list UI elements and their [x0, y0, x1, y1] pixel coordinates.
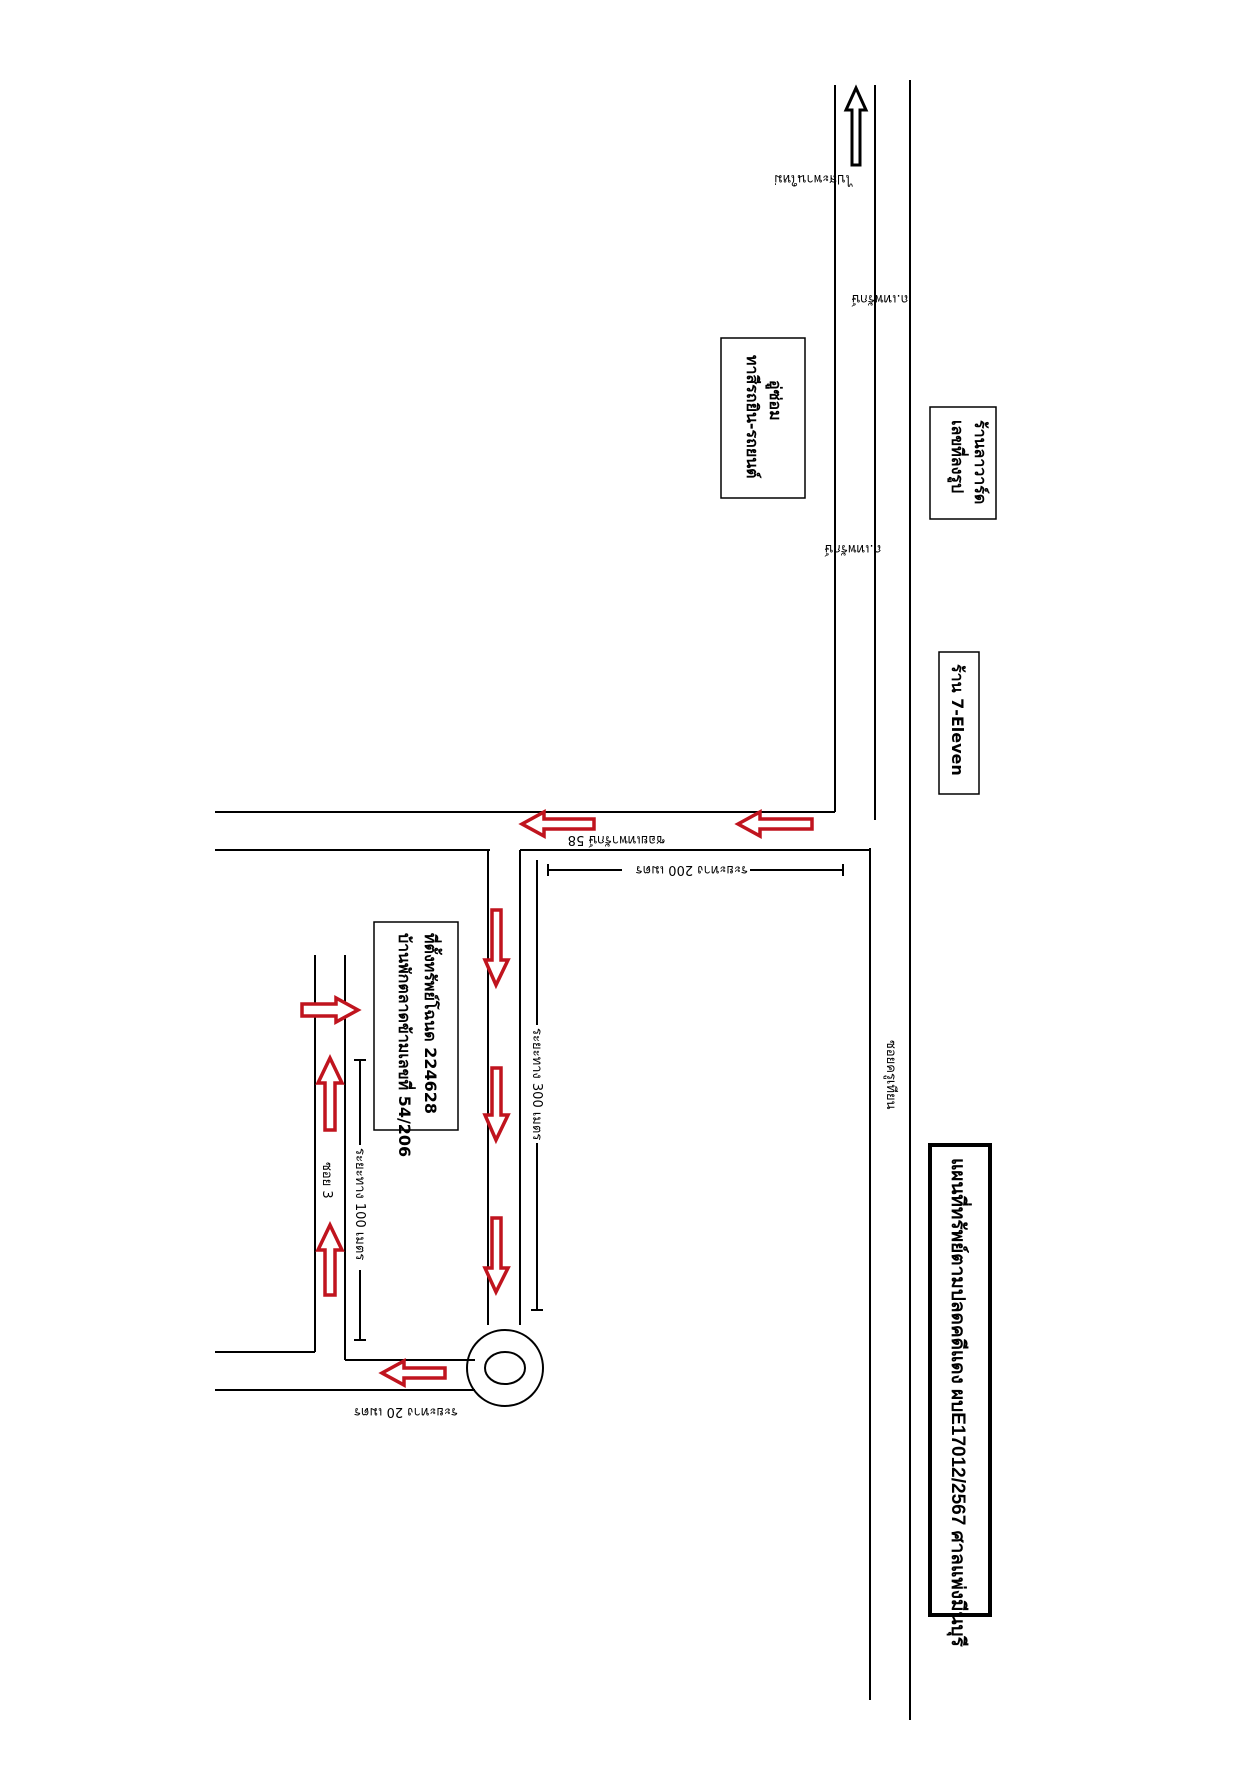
- arrow-down-icon: [482, 1216, 511, 1297]
- direction-top-label: ไปสะพานใหม่: [774, 171, 853, 187]
- arrow-down-icon: [482, 1066, 511, 1145]
- landmark-garage: อู่ซ่อม ทาสีรถยิน-รถยนต์: [720, 337, 806, 499]
- seven-eleven-label: ร้าน 7-Eleven: [948, 664, 967, 776]
- road-network: [215, 80, 911, 1720]
- roundabout-outer: [466, 1329, 544, 1407]
- distance-300m-label: ระยะทาง 300 เมตร: [529, 1028, 544, 1140]
- direction-arrows: [300, 809, 814, 1388]
- lavard-line1: ร้านลาวาร์ด: [971, 420, 990, 504]
- map-title-box: แผนที่ทรัพย์ตามปลดคดีแดง ผบE17012/2567 ศ…: [928, 1143, 992, 1648]
- soi58-label: ซอยเทพารักษ์ 58: [568, 832, 665, 848]
- arrow-right-icon: [300, 995, 362, 1025]
- lavard-line2: เลขที่ลงรูป: [946, 420, 969, 493]
- arrow-left-icon: [378, 1358, 447, 1388]
- main-road-lower-label: ถ.เทพรักษ์: [824, 541, 881, 557]
- landmark-lavard-shop: ร้านลาวาร์ด เลขที่ลงรูป: [929, 406, 997, 520]
- roundabout-inner: [484, 1351, 526, 1385]
- soi3-label: ซอย 3: [319, 1162, 334, 1199]
- north-arrow-icon: [843, 84, 869, 167]
- arrow-left-icon: [734, 809, 814, 839]
- arrow-up-icon: [315, 1220, 345, 1297]
- main-road-upper-label: ถ.เทพรักษ์: [851, 291, 908, 307]
- distance-20m-label: ระยะทาง 20 เมตร: [354, 1404, 458, 1419]
- garage-line1: อู่ซ่อม: [764, 380, 785, 421]
- map-title: แผนที่ทรัพย์ตามปลดคดีแดง ผบE17012/2567 ศ…: [946, 1158, 972, 1648]
- arrow-left-icon: [518, 809, 596, 839]
- arrow-down-icon: [482, 908, 511, 990]
- distance-200m: ระยะทาง 200 เมตร: [547, 862, 844, 878]
- soi-khru-label: ซอยครูเทียน: [883, 1040, 899, 1110]
- arrow-up-icon: [315, 1053, 345, 1132]
- property-line1: ที่ตั้งทรัพย์โฉนด 224628: [421, 933, 443, 1114]
- distance-200m-label: ระยะทาง 200 เมตร: [636, 862, 748, 877]
- distance-300m: ระยะทาง 300 เมตร: [529, 860, 545, 1311]
- distance-100m-label: ระยะทาง 100 เมตร: [352, 1148, 367, 1260]
- distance-100m: ระยะทาง 100 เมตร: [352, 1059, 368, 1341]
- landmark-7-eleven: ร้าน 7-Eleven: [938, 651, 980, 795]
- property-line2: บ้านพักตลาดข้ามเลขที่ 54/206: [395, 933, 416, 1157]
- garage-line2: ทาสีรถยิน-รถยนต์: [743, 355, 762, 479]
- property-location-box: ที่ตั้งทรัพย์โฉนด 224628 บ้านพักตลาดข้าม…: [373, 921, 459, 1157]
